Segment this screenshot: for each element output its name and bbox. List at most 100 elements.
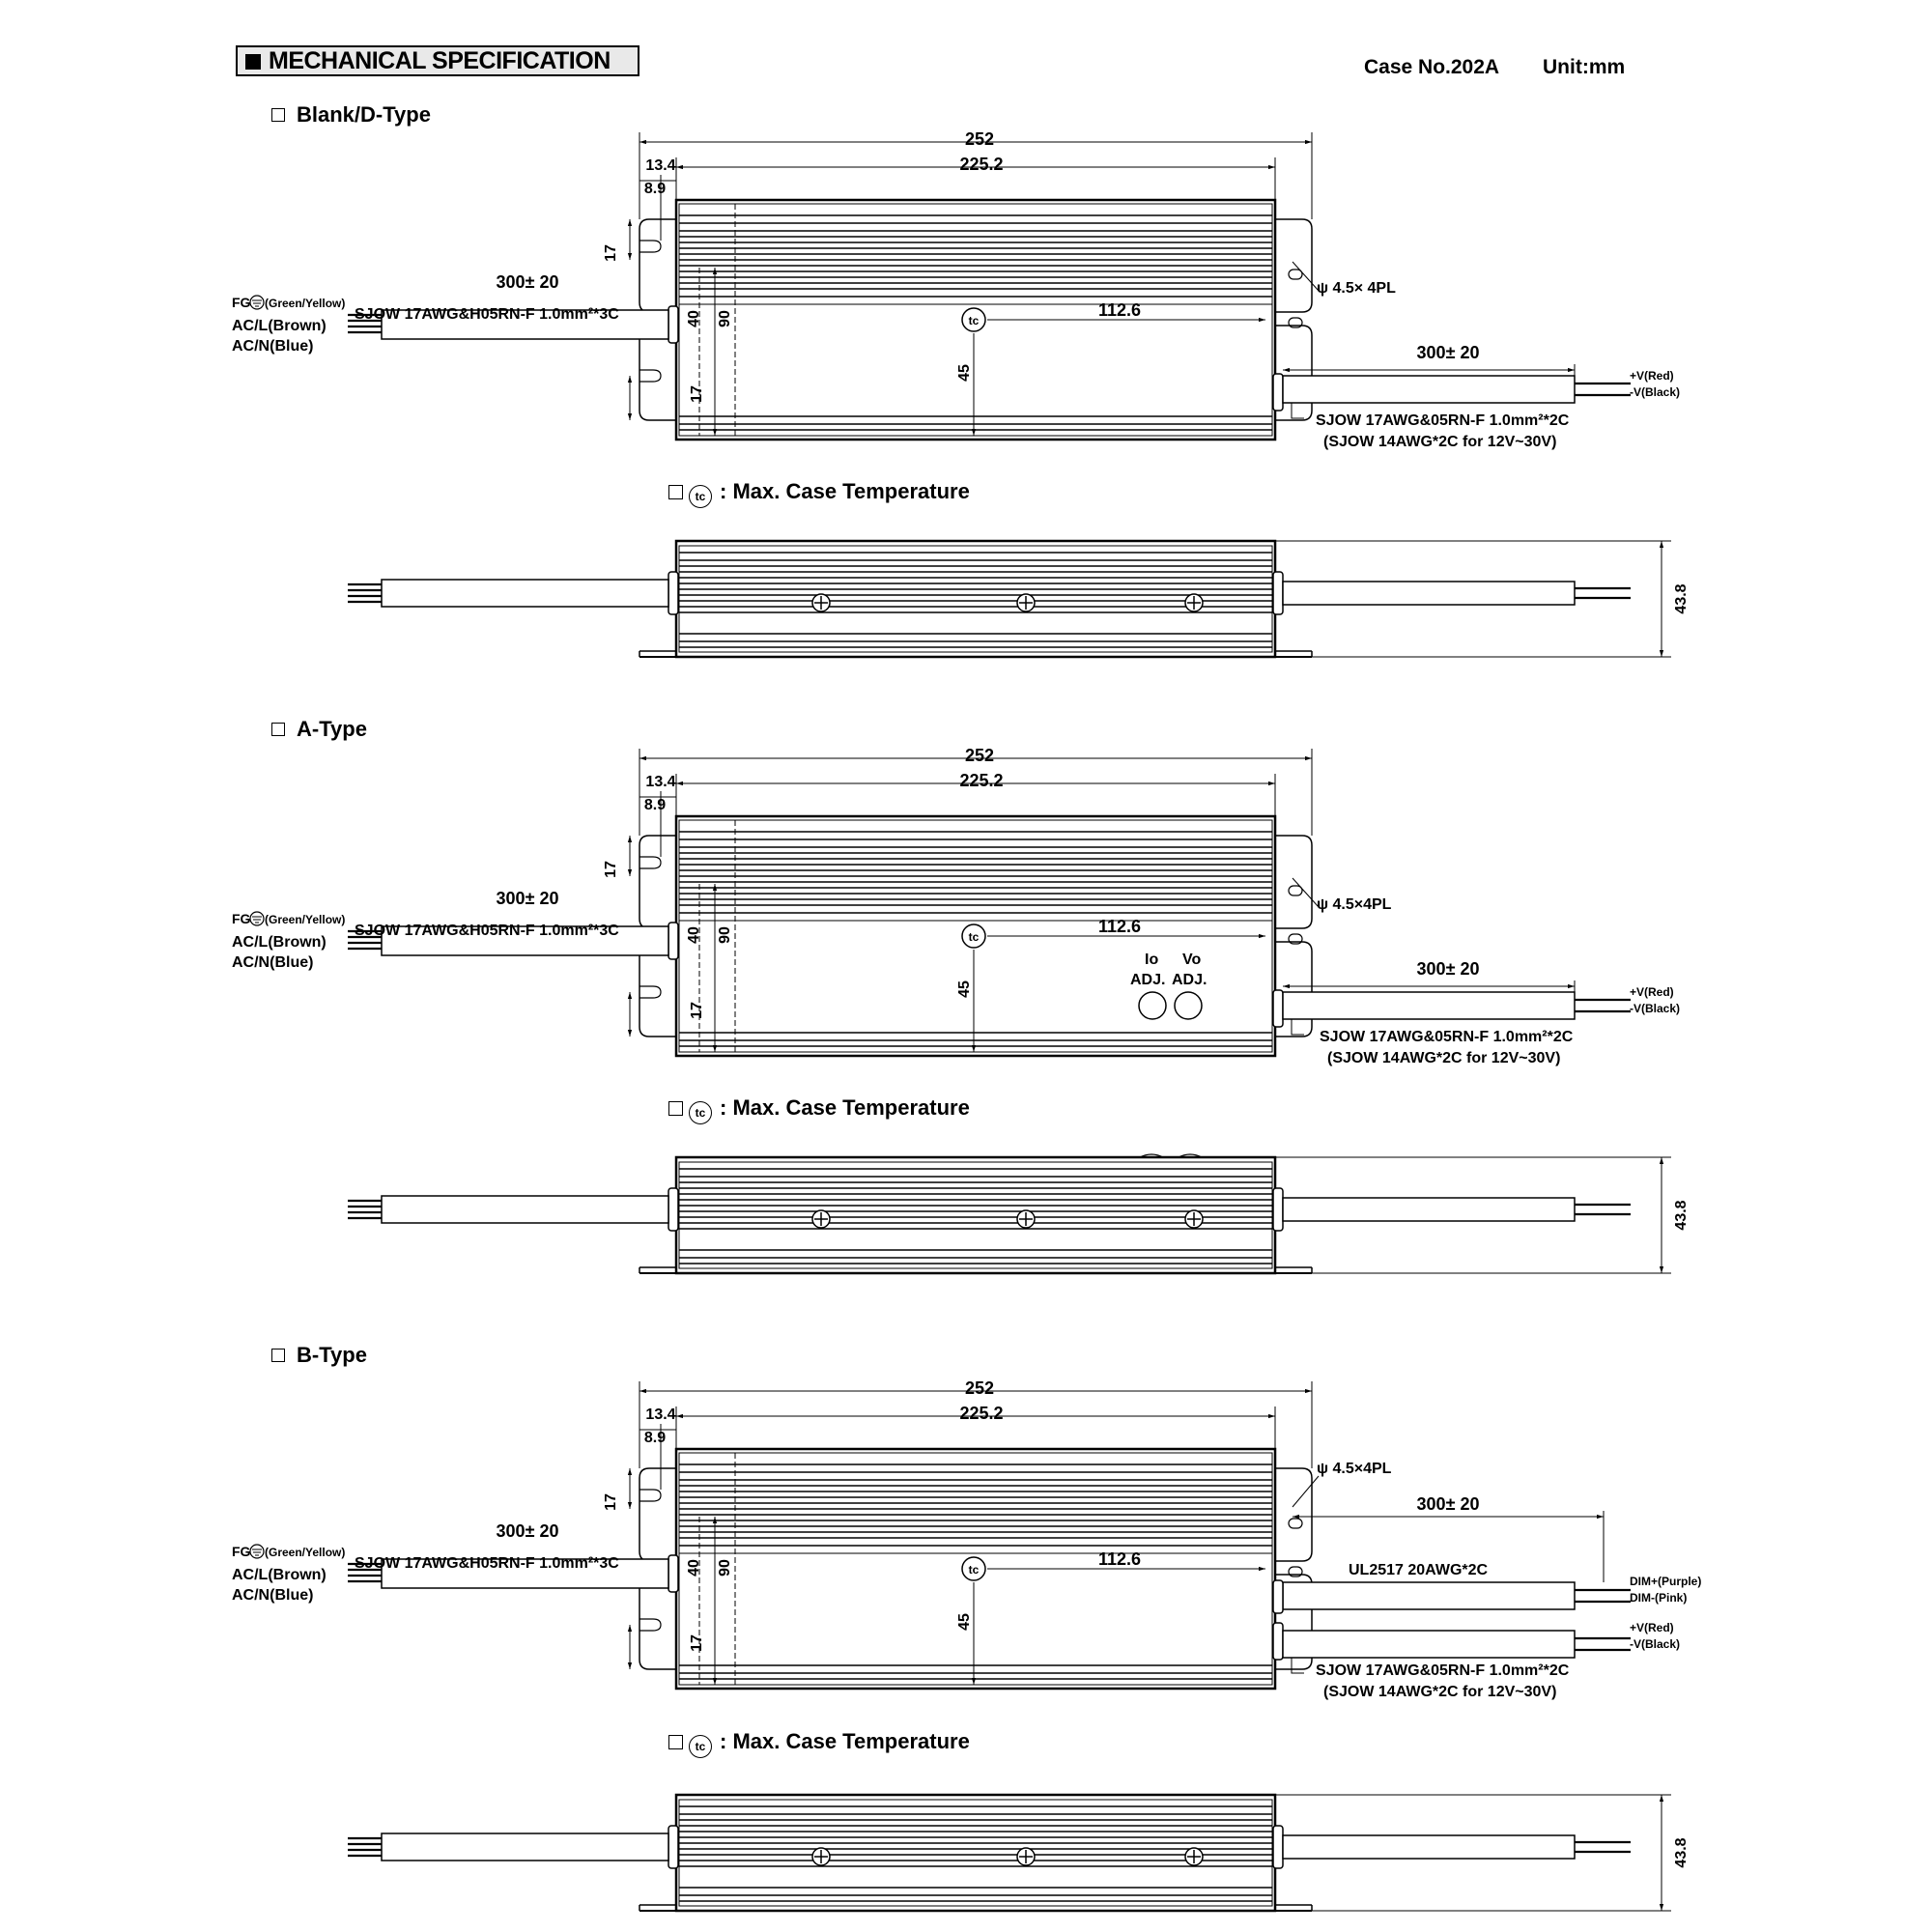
svg-text:+V(Red): +V(Red) — [1630, 1621, 1674, 1634]
svg-text:17: 17 — [689, 385, 705, 403]
svg-text:-V(Black): -V(Black) — [1630, 1002, 1680, 1015]
svg-text:SJOW 17AWG&H05RN-F 1.0mm²*3C: SJOW 17AWG&H05RN-F 1.0mm²*3C — [355, 923, 619, 939]
svg-text:300± 20: 300± 20 — [497, 1521, 559, 1541]
svg-text:40: 40 — [686, 1559, 702, 1577]
svg-text:252: 252 — [965, 1378, 994, 1398]
tc-note-b: tc: Max. Case Temperature — [668, 1729, 970, 1758]
svg-text:252: 252 — [965, 129, 994, 149]
tc-icon: tc — [689, 485, 712, 508]
svg-text:FG: FG — [232, 295, 251, 310]
svg-text:(SJOW 14AWG*2C for 12V~30V): (SJOW 14AWG*2C for 12V~30V) — [1327, 1050, 1560, 1066]
svg-text:300± 20: 300± 20 — [1417, 959, 1480, 979]
svg-text:+V(Red): +V(Red) — [1630, 369, 1674, 383]
svg-text:ψ 4.5×4PL: ψ 4.5×4PL — [1317, 896, 1392, 913]
svg-text:17: 17 — [603, 244, 619, 262]
svg-text:AC/N(Blue): AC/N(Blue) — [232, 338, 313, 355]
checkbox-icon — [271, 1349, 285, 1362]
section-title-blank-d: Blank/D-Type — [271, 102, 431, 128]
svg-text:300± 20: 300± 20 — [497, 272, 559, 292]
svg-text:300± 20: 300± 20 — [1417, 1494, 1480, 1514]
svg-text:90: 90 — [717, 310, 733, 327]
svg-text:(SJOW 14AWG*2C for 12V~30V): (SJOW 14AWG*2C for 12V~30V) — [1323, 434, 1556, 450]
header-square-icon — [245, 54, 261, 70]
svg-text:40: 40 — [686, 310, 702, 327]
checkbox-icon — [271, 723, 285, 736]
svg-text:-V(Black): -V(Black) — [1630, 385, 1680, 399]
tc-icon: tc — [689, 1735, 712, 1758]
svg-text:17: 17 — [603, 861, 619, 878]
svg-text:112.6: 112.6 — [1098, 300, 1141, 320]
svg-text:300± 20: 300± 20 — [1417, 343, 1480, 362]
svg-text:(Green/Yellow): (Green/Yellow) — [265, 1546, 345, 1559]
svg-text:Io: Io — [1145, 952, 1158, 968]
svg-text:SJOW 17AWG&05RN-F 1.0mm²*2C: SJOW 17AWG&05RN-F 1.0mm²*2C — [1316, 1662, 1570, 1679]
svg-text:AC/L(Brown): AC/L(Brown) — [232, 318, 327, 334]
tc-note-a: tc: Max. Case Temperature — [668, 1095, 970, 1124]
svg-text:112.6: 112.6 — [1098, 1549, 1141, 1569]
svg-text:ψ 4.5× 4PL: ψ 4.5× 4PL — [1317, 280, 1396, 297]
svg-text:45: 45 — [956, 980, 973, 998]
svg-text:13.4: 13.4 — [645, 157, 675, 174]
svg-text:AC/N(Blue): AC/N(Blue) — [232, 1587, 313, 1604]
svg-text:40: 40 — [686, 926, 702, 944]
svg-text:ψ 4.5×4PL: ψ 4.5×4PL — [1317, 1461, 1392, 1477]
checkbox-icon — [271, 108, 285, 122]
tc-note-blank-d: tc: Max. Case Temperature — [668, 479, 970, 508]
svg-text:225.2: 225.2 — [959, 771, 1003, 790]
svg-text:8.9: 8.9 — [644, 797, 666, 813]
svg-text:(Green/Yellow): (Green/Yellow) — [265, 913, 345, 926]
section-title-a: A-Type — [271, 717, 367, 742]
svg-text:(Green/Yellow): (Green/Yellow) — [265, 297, 345, 310]
svg-text:43.8: 43.8 — [1673, 583, 1690, 613]
svg-text:45: 45 — [956, 364, 973, 382]
svg-text:90: 90 — [717, 926, 733, 944]
section-header: MECHANICAL SPECIFICATION — [236, 45, 639, 76]
unit-label: Unit:mm — [1543, 56, 1626, 78]
checkbox-icon — [668, 485, 683, 499]
svg-text:AC/N(Blue): AC/N(Blue) — [232, 954, 313, 971]
svg-text:13.4: 13.4 — [645, 1406, 675, 1423]
svg-text:+V(Red): +V(Red) — [1630, 985, 1674, 999]
svg-text:225.2: 225.2 — [959, 155, 1003, 174]
svg-text:DIM+(Purple): DIM+(Purple) — [1630, 1575, 1701, 1588]
svg-text:AC/L(Brown): AC/L(Brown) — [232, 934, 327, 951]
a-type-top-labels: 252 225.2 13.4 8.9 17 40 90 45 17 112.6 … — [232, 746, 1680, 1066]
svg-text:DIM-(Pink): DIM-(Pink) — [1630, 1591, 1687, 1605]
svg-text:8.9: 8.9 — [644, 1430, 666, 1446]
svg-text:112.6: 112.6 — [1098, 917, 1141, 936]
checkbox-icon — [668, 1101, 683, 1116]
tc-icon: tc — [689, 1101, 712, 1124]
blank-d-top-labels: 252 225.2 13.4 8.9 17 40 90 45 17 112.6 … — [232, 129, 1680, 450]
svg-text:Vo: Vo — [1182, 952, 1201, 968]
svg-text:13.4: 13.4 — [645, 774, 675, 790]
svg-text:(SJOW 14AWG*2C for 12V~30V): (SJOW 14AWG*2C for 12V~30V) — [1323, 1684, 1556, 1700]
svg-text:90: 90 — [717, 1559, 733, 1577]
case-number: Case No.202A — [1364, 56, 1500, 78]
svg-text:UL2517 20AWG*2C: UL2517 20AWG*2C — [1349, 1562, 1489, 1578]
checkbox-icon — [668, 1735, 683, 1749]
svg-text:225.2: 225.2 — [959, 1404, 1003, 1423]
svg-text:ADJ.: ADJ. — [1130, 972, 1165, 988]
svg-text:17: 17 — [689, 1634, 705, 1652]
svg-text:SJOW 17AWG&05RN-F 1.0mm²*2C: SJOW 17AWG&05RN-F 1.0mm²*2C — [1320, 1029, 1574, 1045]
svg-text:FG: FG — [232, 911, 251, 926]
svg-text:45: 45 — [956, 1613, 973, 1631]
svg-text:SJOW 17AWG&H05RN-F 1.0mm²*3C: SJOW 17AWG&H05RN-F 1.0mm²*3C — [355, 1555, 619, 1572]
svg-text:ADJ.: ADJ. — [1172, 972, 1207, 988]
header-title: MECHANICAL SPECIFICATION — [269, 47, 611, 74]
svg-text:8.9: 8.9 — [644, 181, 666, 197]
svg-text:SJOW 17AWG&H05RN-F 1.0mm²*3C: SJOW 17AWG&H05RN-F 1.0mm²*3C — [355, 306, 619, 323]
svg-text:FG: FG — [232, 1544, 251, 1559]
svg-text:17: 17 — [689, 1002, 705, 1019]
svg-text:AC/L(Brown): AC/L(Brown) — [232, 1567, 327, 1583]
svg-text:SJOW 17AWG&05RN-F 1.0mm²*2C: SJOW 17AWG&05RN-F 1.0mm²*2C — [1316, 412, 1570, 429]
svg-text:43.8: 43.8 — [1673, 1837, 1690, 1867]
svg-text:252: 252 — [965, 746, 994, 765]
b-type-top-labels: 252 225.2 13.4 8.9 17 40 90 45 17 112.6 … — [232, 1378, 1701, 1700]
svg-text:-V(Black): -V(Black) — [1630, 1637, 1680, 1651]
svg-text:300± 20: 300± 20 — [497, 889, 559, 908]
svg-text:17: 17 — [603, 1493, 619, 1511]
section-title-b: B-Type — [271, 1343, 367, 1368]
svg-text:43.8: 43.8 — [1673, 1200, 1690, 1230]
